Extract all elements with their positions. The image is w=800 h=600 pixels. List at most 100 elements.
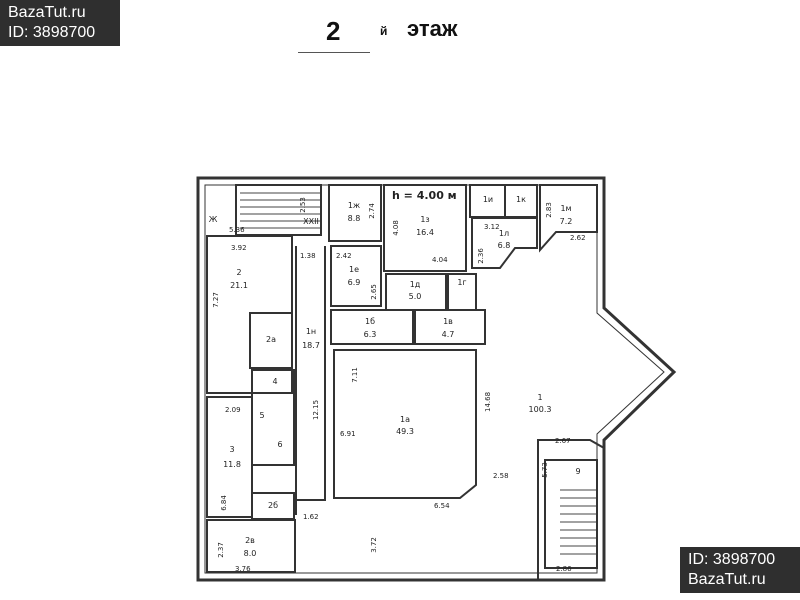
room-1m-number: 1м — [560, 204, 571, 213]
room-3-number: 3 — [229, 445, 234, 454]
room-2v-area: 8.0 — [244, 549, 257, 558]
room-5-number: 5 — [259, 411, 264, 420]
room-1z-area: 16.4 — [416, 228, 434, 237]
room-1k-number: 1к — [516, 195, 526, 204]
dim-label: 14.68 — [484, 392, 492, 412]
dim-label: 3.92 — [231, 244, 247, 252]
watermark-site: BazaTut.ru — [8, 4, 86, 21]
wall-stair-xxii — [235, 184, 322, 236]
room-1v-area: 4.7 — [442, 330, 455, 339]
room-1e-number: 1е — [349, 265, 359, 274]
dim-label: 6.54 — [434, 502, 450, 510]
dim-label: 1.38 — [300, 252, 316, 260]
room-1e-area: 6.9 — [348, 278, 361, 287]
dim-label: 5.73 — [541, 462, 549, 478]
wall-room-1v — [414, 309, 486, 345]
room-2a-number: 2а — [266, 335, 276, 344]
room-2-number: 2 — [236, 268, 241, 277]
dim-label: 2.86 — [556, 565, 572, 573]
stair-xxii-label: XXII — [303, 217, 319, 226]
wall-room-1n — [295, 246, 326, 515]
room-1z-number: 1з — [420, 215, 429, 224]
dim-label: 2.09 — [225, 406, 241, 414]
wall-room-9-inner — [544, 459, 598, 569]
room-1a-area: 49.3 — [396, 427, 414, 436]
room-1i-number: 1и — [483, 195, 493, 204]
room-1g-number: 1г — [457, 278, 466, 287]
dim-label: 3.12 — [484, 223, 500, 231]
wall-room-1m — [539, 184, 598, 253]
room-1d-area: 5.0 — [409, 292, 422, 301]
room-1l-area: 6.8 — [498, 241, 511, 250]
watermark-top-left: BazaTut.ru ID: 3898700 — [0, 0, 120, 46]
dim-label: 6.91 — [340, 430, 356, 438]
dim-label: 4.08 — [392, 220, 400, 236]
dim-label: 2.42 — [336, 252, 352, 260]
room-3-area: 11.8 — [223, 460, 241, 469]
outer-wall — [196, 176, 677, 582]
room-1v-number: 1в — [443, 317, 453, 326]
wall-room-3 — [206, 396, 253, 518]
dim-label: 3.76 — [235, 565, 251, 573]
ceiling-height-label: h = 4.00 м — [392, 189, 457, 202]
watermark-id: ID: 3898700 — [688, 551, 776, 568]
interior-walls — [206, 184, 605, 581]
stair-steps — [240, 192, 596, 555]
room-labels: 1 100.3 1а 49.3 1б 6.3 1в 4.7 1г 1д 5.0 … — [209, 195, 581, 558]
dim-label: 2.67 — [555, 437, 571, 445]
room-1d-number: 1д — [410, 280, 421, 289]
dim-label: 3.72 — [370, 537, 378, 553]
wall-room-9 — [537, 439, 605, 581]
room-1zh-area: 8.8 — [348, 214, 361, 223]
dim-label: 2.83 — [545, 202, 553, 218]
dim-label: 2.62 — [570, 234, 586, 242]
dim-label: 12.15 — [312, 400, 320, 420]
room-4-number: 4 — [272, 377, 277, 386]
wall-room-1e — [330, 245, 382, 307]
title-underline — [298, 52, 370, 53]
dim-label: 2.58 — [493, 472, 509, 480]
room-1-area: 100.3 — [529, 405, 552, 414]
room-1a-number: 1а — [400, 415, 410, 424]
dim-label: 6.84 — [220, 495, 228, 511]
exit-zh-label: Ж — [209, 215, 218, 224]
wall-room-1b — [330, 309, 414, 345]
wall-room-2a — [249, 312, 293, 369]
dim-label: 7.11 — [351, 367, 359, 383]
wall-room-1a — [333, 349, 477, 499]
room-1l-number: 1л — [499, 229, 509, 238]
watermark-bottom-right: ID: 3898700 BazaTut.ru — [680, 547, 800, 593]
room-2b-number: 2б — [268, 501, 278, 510]
wall-room-1l — [471, 217, 538, 269]
watermark-id: ID: 3898700 — [8, 24, 96, 41]
dimension-labels: 5.36 2.53 2.74 4.08 3.12 2.83 2.62 3.92 … — [212, 197, 586, 573]
room-1-number: 1 — [537, 393, 542, 402]
dim-label: 4.04 — [432, 256, 448, 264]
watermark-site: BazaTut.ru — [688, 571, 766, 588]
wall-room-2v — [206, 519, 296, 573]
room-1b-area: 6.3 — [364, 330, 377, 339]
room-1n-number: 1н — [306, 327, 316, 336]
dim-label: 2.36 — [477, 248, 485, 264]
room-1b-number: 1б — [365, 317, 375, 326]
floor-number: 2 — [326, 16, 341, 46]
dim-label: 1.62 — [303, 513, 319, 521]
dim-label: 7.27 — [212, 292, 220, 308]
wall-room-1zh — [328, 184, 382, 242]
dim-label: 2.74 — [368, 203, 376, 219]
room-1zh-number: 1ж — [348, 201, 360, 210]
room-9-number: 9 — [575, 467, 580, 476]
dim-label: 5.36 — [229, 226, 245, 234]
dim-label: 2.53 — [299, 197, 307, 213]
room-2v-number: 2в — [245, 536, 255, 545]
wall-rooms-4-6 — [251, 369, 295, 466]
room-1m-area: 7.2 — [560, 217, 573, 226]
floor-suffix: й — [380, 24, 388, 38]
floor-title: этаж — [407, 16, 458, 41]
room-6-number: 6 — [277, 440, 282, 449]
wall-room-1z — [383, 184, 467, 272]
room-2-area: 21.1 — [230, 281, 248, 290]
dim-label: 2.37 — [217, 542, 225, 558]
dim-label: 2.65 — [370, 284, 378, 300]
